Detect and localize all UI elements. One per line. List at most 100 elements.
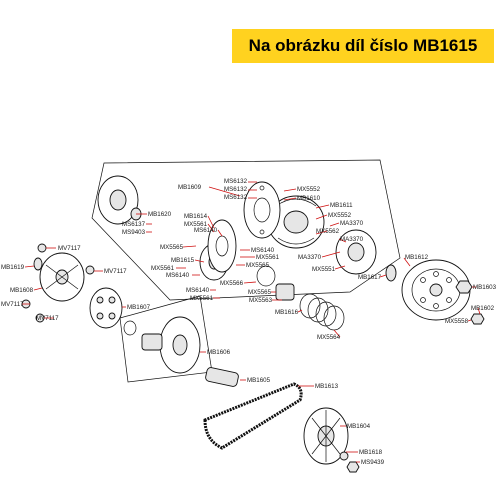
part-label: MV7117	[58, 245, 81, 252]
drive-belt-part	[203, 382, 303, 450]
leader-line	[217, 229, 223, 237]
movable-pulley-part	[159, 316, 201, 374]
clutch-nut-part	[455, 280, 473, 294]
leader-line	[315, 204, 330, 209]
washer-small-part	[339, 451, 349, 461]
o-ring-part	[123, 320, 137, 336]
part-label: MB1611	[330, 202, 353, 209]
leader-line	[208, 186, 241, 197]
sleeve-part	[275, 283, 295, 301]
part-label: MX5561	[184, 221, 208, 228]
part-label: MX5565	[246, 262, 270, 269]
leader-line	[33, 287, 43, 291]
bolt-part	[85, 265, 95, 275]
leader-line	[182, 245, 197, 248]
part-number-banner: Na obrázku díl číslo MB1615	[232, 29, 494, 63]
part-label: MX5564	[317, 334, 341, 341]
part-label: MX5562	[316, 228, 340, 235]
part-label: MB1606	[207, 349, 231, 356]
clutch-shoe-assembly-part	[267, 195, 325, 249]
leader-line	[207, 223, 215, 233]
part-label: MB1602	[471, 305, 495, 312]
spacer-ring-part	[256, 265, 276, 287]
leader-line	[315, 214, 328, 220]
part-label: MX5566	[220, 280, 244, 287]
part-label: MX5551	[312, 266, 336, 273]
clutch-plate-part	[243, 181, 281, 239]
part-label: MX5552	[297, 186, 321, 193]
part-label: MB1610	[297, 195, 321, 202]
part-label: MA3370	[340, 220, 364, 227]
part-label: MX5565	[248, 289, 272, 296]
leader-line	[283, 188, 297, 192]
leader-line	[315, 230, 328, 235]
part-label: MX5561	[190, 295, 214, 302]
small-nut-part	[470, 313, 485, 325]
part-label: MB1615	[171, 257, 195, 264]
leader-line	[379, 274, 387, 278]
part-label: MB1612	[405, 254, 429, 261]
slide-plate-part	[207, 219, 237, 273]
leader-line	[297, 309, 303, 313]
part-label: MB1609	[178, 184, 202, 191]
leader-line	[403, 257, 411, 267]
part-label: MS6140	[166, 272, 190, 279]
part-label: MB1604	[347, 423, 371, 430]
part-label: MB1608	[10, 287, 34, 294]
part-label: MX5561	[256, 254, 280, 261]
part-label: MB1603	[473, 284, 497, 291]
part-label: MB1613	[315, 383, 339, 390]
part-label: MX5558	[445, 318, 469, 325]
part-label: MS9403	[122, 229, 146, 236]
leader-line	[333, 329, 341, 338]
collar-part	[205, 367, 239, 387]
part-label: MV7117	[1, 301, 24, 308]
leader-line	[338, 238, 347, 243]
part-label: MV7117	[104, 268, 127, 275]
leader-line	[24, 265, 35, 268]
washer-part	[33, 257, 43, 271]
part-label: MS6140	[194, 227, 218, 234]
bolt-part	[37, 243, 47, 253]
leader-line	[334, 265, 346, 270]
part-label: MS6137	[122, 221, 146, 228]
leader-line	[283, 197, 297, 201]
leader-line	[467, 319, 472, 322]
clutch-carrier-part	[335, 229, 377, 275]
part-label: MB1619	[1, 264, 25, 271]
part-label: MS9439	[361, 459, 385, 466]
part-label: MB1616	[275, 309, 299, 316]
part-label: MV7117	[36, 315, 59, 322]
banner-text: Na obrázku díl číslo MB1615	[248, 36, 478, 55]
variator-front-part	[39, 252, 85, 302]
part-label: MB1607	[127, 304, 151, 311]
part-label: MA3370	[298, 254, 322, 261]
fan-pulley-part	[303, 407, 349, 465]
part-label: MA3370	[340, 236, 364, 243]
leader-line	[207, 215, 215, 229]
roller-ramp-part	[89, 287, 123, 329]
part-label: MX5565	[160, 244, 184, 251]
part-label: MS6140	[186, 287, 210, 294]
part-label: MS6140	[251, 247, 275, 254]
leader-line	[477, 307, 481, 315]
part-label: MX5561	[151, 265, 175, 272]
part-label: MB1614	[184, 213, 208, 220]
pulley-bushing-part	[141, 333, 163, 351]
part-label: MS6132	[224, 186, 248, 193]
leader-line	[329, 222, 340, 227]
part-label: MB1620	[148, 211, 172, 218]
leader-line	[194, 259, 205, 263]
part-label: MB1617	[358, 274, 382, 281]
part-label: MX5552	[328, 212, 352, 219]
part-label: MS6132	[224, 194, 248, 201]
clutch-group-outline	[91, 159, 401, 301]
fan-nut-part	[346, 461, 360, 473]
driven-pulley-part	[97, 175, 139, 225]
seal-ring-part	[385, 264, 397, 282]
spring-rings-part	[299, 293, 345, 331]
part-label: MX5563	[249, 297, 273, 304]
part-label: MB1618	[359, 449, 383, 456]
part-label: MB1605	[247, 377, 271, 384]
